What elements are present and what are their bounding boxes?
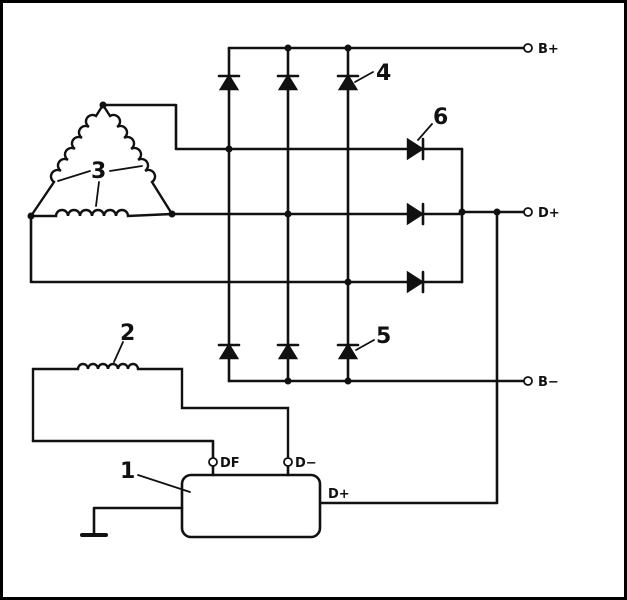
callout-6: 6 bbox=[433, 105, 448, 130]
callout-6-leader bbox=[417, 123, 433, 141]
terminal-b-minus bbox=[523, 376, 533, 386]
callout-5: 5 bbox=[376, 324, 391, 349]
callout-1: 1 bbox=[120, 459, 135, 484]
callout-4: 4 bbox=[376, 61, 391, 86]
phase-wire-1 bbox=[101, 103, 464, 151]
callout-1-leader bbox=[137, 474, 191, 493]
ground-wire bbox=[92, 506, 184, 536]
callout-3: 3 bbox=[91, 159, 106, 184]
label-df: DF bbox=[220, 456, 240, 471]
terminal-d-plus bbox=[523, 207, 533, 217]
excitation-winding bbox=[31, 362, 290, 460]
label-d-minus: D− bbox=[295, 456, 317, 471]
bridge-junctions bbox=[225, 44, 352, 385]
callout-3-leader bbox=[57, 165, 143, 207]
d-plus-feed-to-regulator bbox=[318, 210, 499, 505]
stator-delta-winding bbox=[27, 101, 176, 220]
negative-diodes bbox=[217, 342, 360, 360]
callout-4-leader bbox=[354, 71, 374, 83]
exciter-diodes bbox=[406, 137, 425, 294]
terminal-b-plus bbox=[523, 43, 533, 53]
label-regulator-d-plus: D+ bbox=[328, 487, 350, 502]
callout-2: 2 bbox=[120, 321, 135, 346]
callout-2-leader bbox=[113, 341, 124, 363]
label-b-plus: B+ bbox=[538, 42, 559, 57]
callout-5-leader bbox=[355, 339, 375, 351]
voltage-regulator bbox=[180, 473, 322, 539]
df-wire bbox=[31, 439, 215, 460]
label-d-plus: D+ bbox=[538, 206, 560, 221]
positive-diodes bbox=[217, 73, 360, 91]
terminal-df bbox=[208, 457, 218, 467]
label-b-minus: B− bbox=[538, 375, 559, 390]
terminal-d-minus bbox=[283, 457, 293, 467]
phase-wire-3 bbox=[29, 214, 464, 284]
